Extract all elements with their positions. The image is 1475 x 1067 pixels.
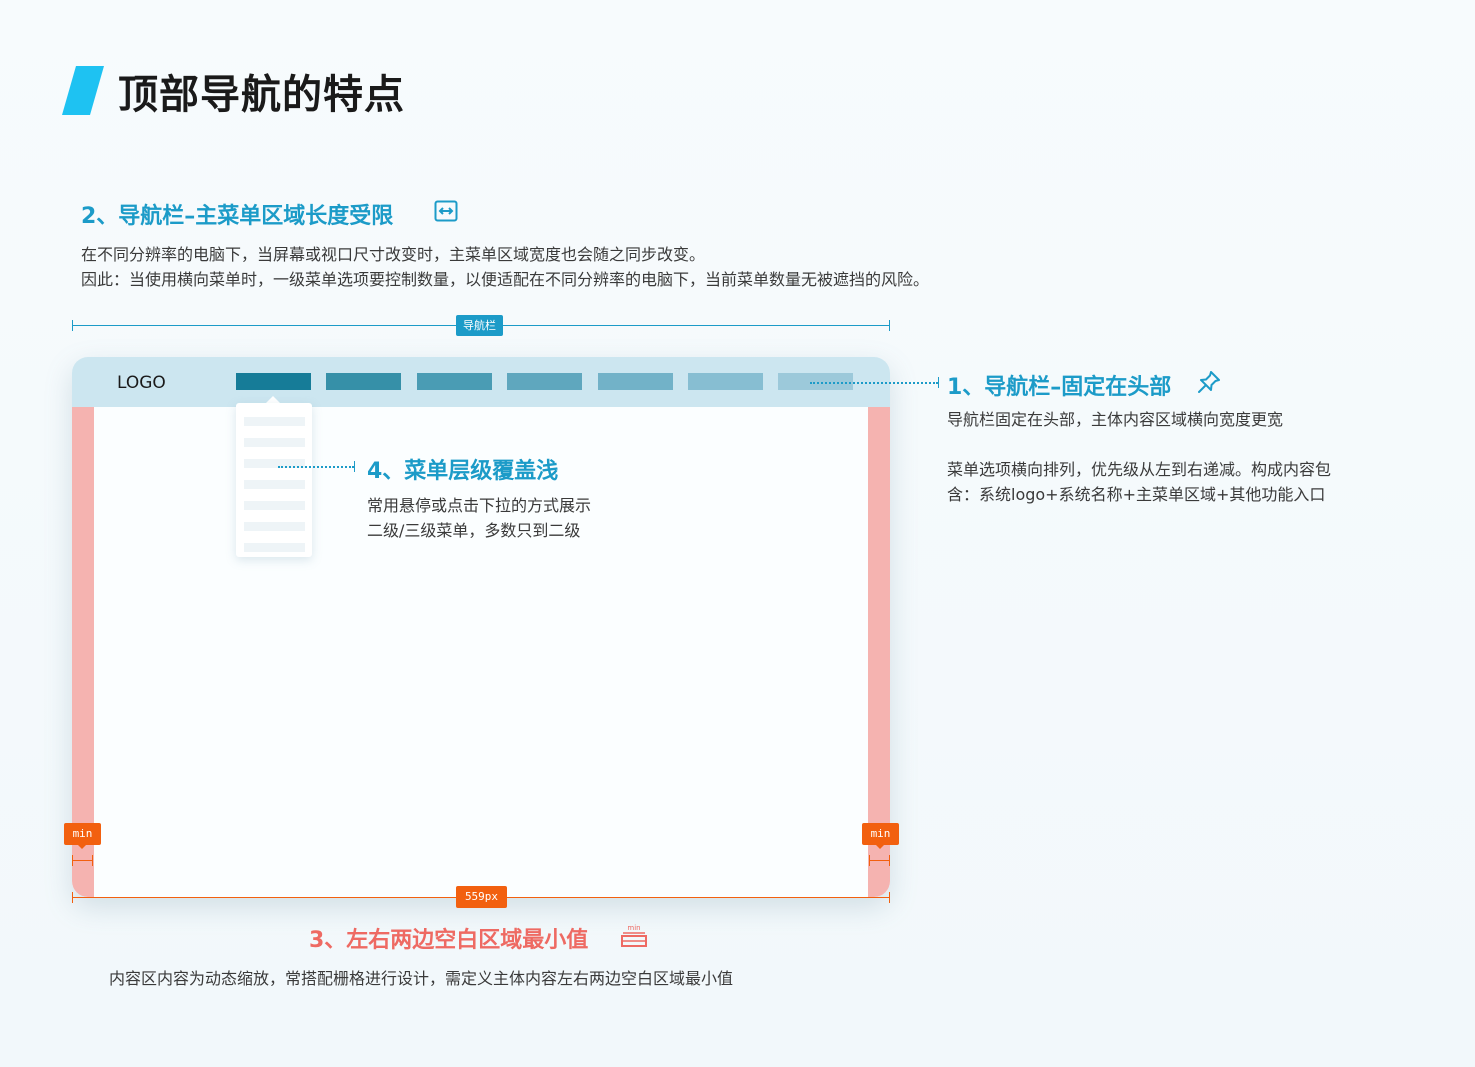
content-width-tag: 559px [456, 886, 507, 908]
dropdown-row [244, 438, 305, 447]
section1-desc-line1: 导航栏固定在头部，主体内容区域横向宽度更宽 [947, 410, 1284, 429]
mock-browser-window: LOGO [72, 357, 890, 897]
dropdown-row [244, 522, 305, 531]
dropdown-caret [266, 396, 280, 403]
section4-desc-line1: 常用悬停或点击下拉的方式展示 [367, 496, 592, 515]
min-width-icon-label: min [627, 924, 640, 932]
dropdown-row [244, 543, 305, 552]
section2-title: 2、导航栏–主菜单区域长度受限 [81, 204, 394, 229]
resize-width-icon [434, 200, 458, 222]
right-min-tag-caret [876, 845, 884, 849]
mock-logo: LOGO [117, 373, 166, 393]
right-min-tag: min [862, 823, 899, 845]
left-min-tick-b [92, 855, 93, 866]
dropdown-row [244, 480, 305, 489]
mock-nav-item [417, 373, 492, 390]
section4-leader-line [278, 466, 354, 468]
right-min-tick-b [889, 855, 890, 866]
left-margin-area [72, 407, 94, 897]
section1-leader-line [810, 382, 938, 384]
title-accent-bar [62, 66, 104, 115]
left-min-tag: min [64, 823, 101, 845]
dropdown-row [244, 501, 305, 510]
min-width-icon: min [621, 924, 647, 947]
section1-leader-end [938, 377, 939, 388]
left-min-dimension-line [72, 860, 93, 861]
section2-desc-line1: 在不同分辨率的电脑下，当屏幕或视口尺寸改变时，主菜单区域宽度也会随之同步改变。 [81, 245, 706, 264]
section2-desc-line2: 因此：当使用横向菜单时，一级菜单选项要控制数量，以便适配在不同分辨率的电脑下，当… [81, 270, 930, 289]
section1-title: 1、导航栏–固定在头部 [947, 375, 1172, 400]
mock-nav-item [326, 373, 401, 390]
dimension-tick-left [72, 320, 73, 331]
left-min-tag-caret [78, 845, 86, 849]
navbar-dimension-tag: 导航栏 [456, 315, 503, 336]
section4-leader-end [354, 461, 355, 472]
section4-desc-line2: 二级/三级菜单，多数只到二级 [367, 521, 581, 540]
mock-nav-item [236, 373, 311, 390]
bottom-dimension-tick-left [72, 892, 73, 903]
left-min-tick-a [72, 855, 73, 866]
mock-nav-item [598, 373, 673, 390]
dimension-tick-right [889, 320, 890, 331]
right-margin-area [868, 407, 890, 897]
section1-desc-line3: 含：系统logo+系统名称+主菜单区域+其他功能入口 [947, 485, 1326, 504]
section1-desc-line2: 菜单选项横向排列，优先级从左到右递减。构成内容包 [947, 460, 1332, 479]
section4-title: 4、菜单层级覆盖浅 [367, 459, 559, 484]
mock-nav-item [778, 373, 853, 390]
dropdown-row [244, 459, 305, 468]
mock-nav-item [507, 373, 582, 390]
page-title: 顶部导航的特点 [118, 72, 405, 118]
pin-icon [1198, 371, 1220, 393]
mock-dropdown-menu [236, 403, 312, 557]
dropdown-row [244, 417, 305, 426]
right-min-dimension-line [869, 860, 890, 861]
bottom-dimension-tick-right [889, 892, 890, 903]
mock-navbar: LOGO [72, 357, 890, 407]
right-min-tick-a [869, 855, 870, 866]
section3-desc: 内容区内容为动态缩放，常搭配栅格进行设计，需定义主体内容左右两边空白区域最小值 [109, 969, 734, 988]
mock-nav-item [688, 373, 763, 390]
section3-title: 3、左右两边空白区域最小值 [309, 928, 589, 953]
